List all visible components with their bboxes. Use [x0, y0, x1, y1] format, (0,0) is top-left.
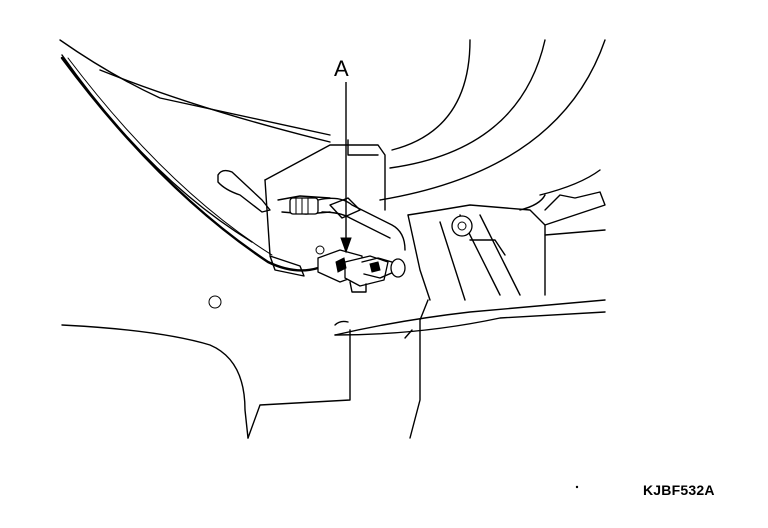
- sensor-harness: [277, 195, 406, 251]
- stray-dot: [575, 485, 579, 489]
- figure-code: KJBF532A: [643, 482, 715, 498]
- connector-a: [317, 249, 406, 293]
- floor-panel: [334, 299, 606, 439]
- body-panel-upper: [59, 39, 606, 201]
- subframe: [407, 191, 606, 301]
- wire-clip: [217, 169, 271, 213]
- mounting-bracket: [264, 139, 386, 256]
- brake-hose: [60, 56, 320, 277]
- callout-label-a: A: [334, 56, 349, 81]
- callout-arrow: [340, 82, 352, 254]
